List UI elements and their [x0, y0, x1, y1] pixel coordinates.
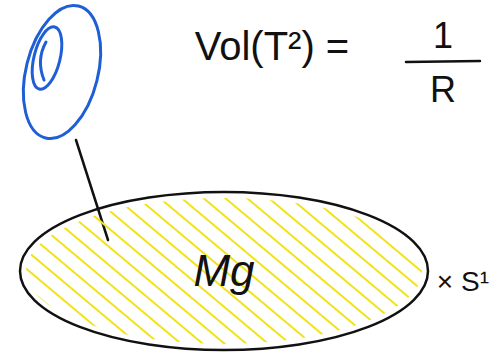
torus-sketch: [11, 0, 114, 147]
manifold-name: Mg: [193, 246, 254, 296]
ellipse-border: [20, 192, 428, 350]
manifold-region: Mg: [18, 190, 430, 352]
torus-outer: [11, 0, 114, 147]
torus-inner: [27, 24, 68, 92]
fraction-bar: [406, 61, 480, 62]
numerator: 1: [433, 18, 453, 54]
product-factor: × S¹: [437, 268, 489, 296]
denominator: R: [430, 72, 456, 108]
volume-formula: Vol(T²) =: [195, 26, 349, 66]
yellow-hatching: [18, 190, 430, 352]
torus-arc: [40, 42, 46, 80]
